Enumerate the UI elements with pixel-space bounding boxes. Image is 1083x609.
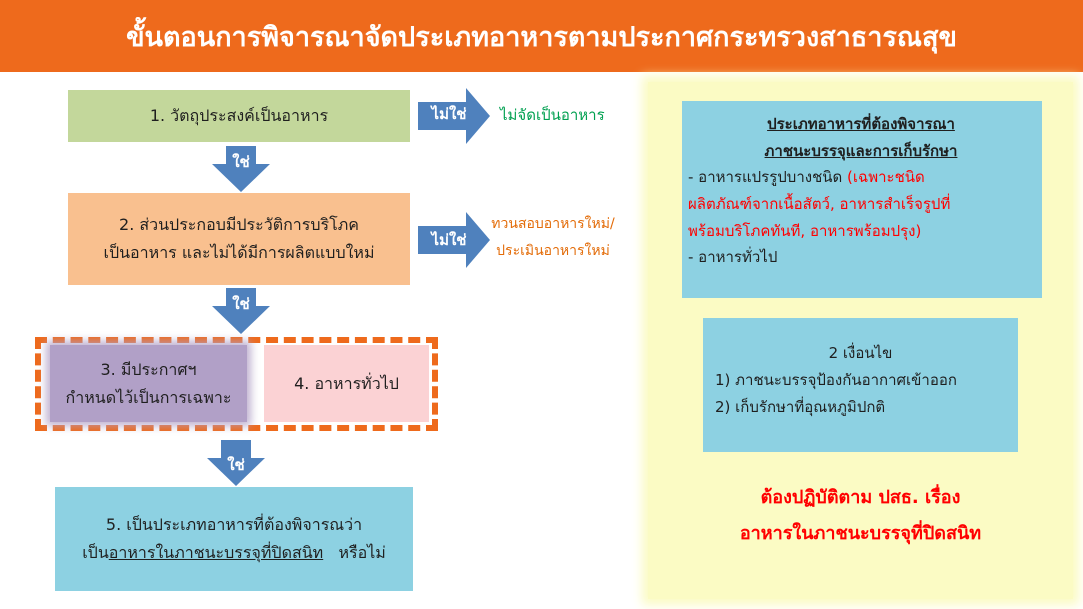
highlight-frame — [35, 337, 438, 431]
step-3-line-1: 3. มีประกาศฯ — [100, 359, 197, 379]
no-result-2: ทวนสอบอาหารใหม่/ ประเมินอาหารใหม่ — [478, 211, 628, 264]
no-result-1: ไม่จัดเป็นอาหาร — [500, 106, 605, 124]
regulation-note-line-1: ต้องปฏิบัติตาม ปสธ. เรื่อง — [760, 487, 961, 508]
conditions-box: 2 เงื่อนไข 1) ภาชนะบรรจุป้องกันอากาศเข้า… — [703, 318, 1018, 452]
step-5-line-1: 5. เป็นประเภทอาหารที่ต้องพิจารณว่า — [105, 515, 363, 534]
no-arrow-2 — [418, 212, 490, 268]
no-label-2: ไม่ใช่ — [431, 231, 467, 249]
step-5-box: 5. เป็นประเภทอาหารที่ต้องพิจารณว่า เป็นอ… — [55, 487, 413, 591]
no-result-2-line-2: ประเมินอาหารใหม่ — [496, 242, 610, 259]
conditions-item-2: 2) เก็บรักษาที่อุณหภูมิปกติ — [715, 398, 886, 416]
step-3-box: 3. มีประกาศฯ กำหนดไว้เป็นการเฉพาะ — [50, 345, 247, 422]
food-types-item-1: - อาหารแปรรูปบางชนิด (เฉพาะชนิด — [688, 164, 1034, 191]
step-1-label: 1. วัตถุประสงค์เป็นอาหาร — [149, 106, 329, 125]
food-types-box: ประเภทอาหารที่ต้องพิจารณา ภาชนะบรรจุและก… — [682, 101, 1042, 298]
step-4-box: 4. อาหารทั่วไป — [264, 345, 429, 422]
food-types-item-1-line-3: พร้อมบริโภคทันที, อาหารพร้อมปรุง) — [688, 221, 922, 240]
step-4-label: 4. อาหารทั่วไป — [294, 373, 399, 393]
page-title: ขั้นตอนการพิจารณาจัดประเภทอาหารตามประกาศ… — [0, 0, 1083, 72]
food-types-item-1-red: (เฉพาะชนิด — [847, 168, 925, 187]
yes-label-3: ใช่ — [227, 456, 245, 474]
yes-arrow-2 — [212, 288, 270, 334]
conditions-heading: 2 เงื่อนไข — [828, 344, 893, 362]
food-types-item-1-prefix: - อาหารแปรรูปบางชนิด — [688, 168, 848, 187]
no-arrow-1 — [418, 88, 490, 144]
step-2-box: 2. ส่วนประกอบมีประวัติการบริโภค เป็นอาหา… — [68, 193, 410, 285]
step-3-line-2: กำหนดไว้เป็นการเฉพาะ — [65, 387, 232, 407]
step-1-box: 1. วัตถุประสงค์เป็นอาหาร — [68, 90, 410, 142]
yes-label-1: ใช่ — [232, 153, 250, 171]
step-5-prefix: เป็น — [82, 543, 109, 562]
food-types-heading-2: ภาชนะบรรจุและการเก็บรักษา — [764, 141, 958, 160]
no-label-1: ไม่ใช่ — [431, 105, 467, 123]
step-5-underlined: อาหารในภาชนะบรรจุที่ปิดสนิท — [108, 543, 324, 562]
yes-label-2: ใช่ — [232, 295, 250, 313]
regulation-note: ต้องปฏิบัติตาม ปสธ. เรื่อง อาหารในภาชนะบ… — [648, 480, 1073, 552]
step-2-line-1: 2. ส่วนประกอบมีประวัติการบริโภค — [119, 215, 359, 234]
step-2-line-2: เป็นอาหาร และไม่ได้มีการผลิตแบบใหม่ — [103, 243, 375, 262]
step-5-suffix: หรือไม่ — [338, 543, 386, 562]
food-types-heading-1: ประเภทอาหารที่ต้องพิจารณา — [767, 115, 955, 133]
regulation-note-line-2: อาหารในภาชนะบรรจุที่ปิดสนิท — [739, 523, 982, 544]
food-types-item-2: - อาหารทั่วไป — [688, 248, 778, 267]
conditions-item-1: 1) ภาชนะบรรจุป้องกันอากาศเข้าออก — [715, 371, 957, 389]
yes-arrow-1 — [212, 146, 270, 192]
no-result-2-line-1: ทวนสอบอาหารใหม่/ — [491, 216, 615, 232]
step-5-line-2: เป็นอาหารในภาชนะบรรจุที่ปิดสนิท หรือไม่ — [82, 539, 386, 567]
yes-arrow-3 — [207, 440, 265, 486]
food-types-item-1-line-2: ผลิตภัณฑ์จากเนื้อสัตว์, อาหารสำเร็จรูปที… — [688, 195, 951, 214]
